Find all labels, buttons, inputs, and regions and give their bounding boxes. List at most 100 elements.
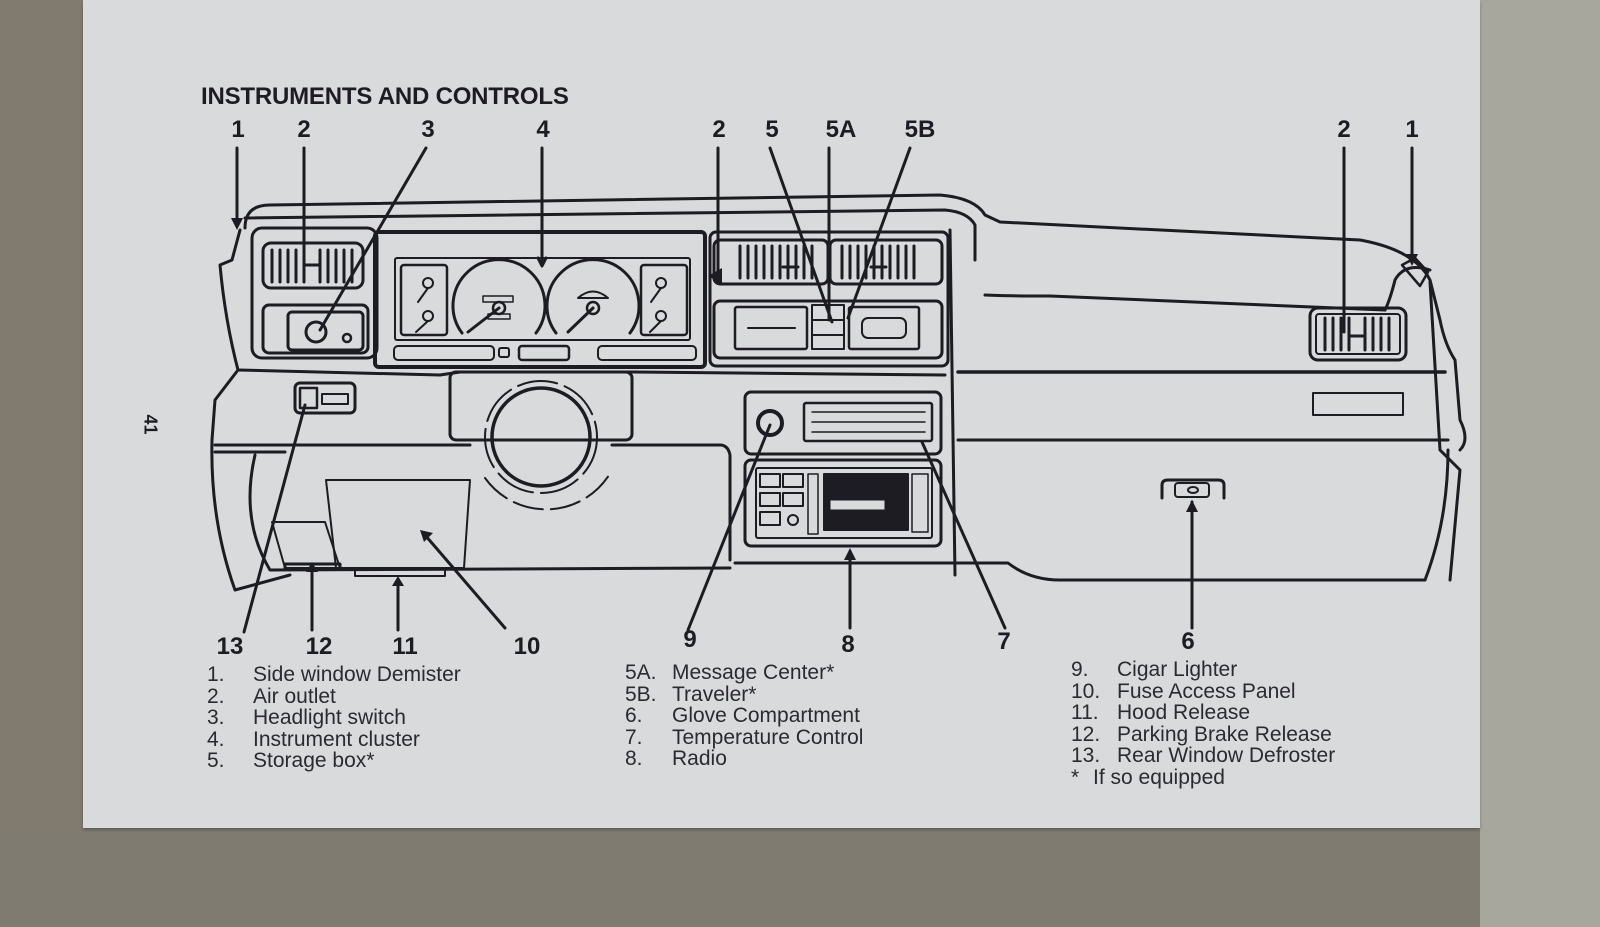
radio-housing <box>743 458 943 548</box>
legend-label: Message Center* <box>672 661 835 684</box>
arrowhead-1-right <box>1406 254 1418 266</box>
arrowhead-11 <box>392 576 404 586</box>
legend-column-2: 5A.Message Center* 5B.Traveler* 6.Glove … <box>625 662 863 770</box>
legend-item: 1. Side window Demister <box>207 664 461 686</box>
legend-column-3: 9. Cigar Lighter 10. Fuse Access Panel 11.… <box>1071 659 1335 788</box>
dash-lower-rail <box>213 443 732 562</box>
legend-label: Parking Brake Release <box>1117 722 1332 746</box>
warning-lights-left <box>393 345 495 361</box>
right-dash-slot <box>1312 392 1404 416</box>
legend-label: Rear Window Defroster <box>1117 744 1336 767</box>
arrowhead-8 <box>844 548 856 560</box>
dash-right-cap <box>1383 266 1432 312</box>
prndl-indicator <box>517 344 571 362</box>
legend-item: 13. Rear Window Defroster <box>1071 745 1335 767</box>
legend-label: Storage box* <box>253 749 375 772</box>
footnote-asterisk: * <box>1071 765 1080 789</box>
leader-13 <box>242 403 307 634</box>
callout-2-right: 2 <box>1337 116 1351 143</box>
legend-number: 10. <box>1071 679 1101 703</box>
dash-right-edge <box>1428 280 1462 582</box>
leader-7 <box>920 440 1007 630</box>
legend-number: 3. <box>207 706 225 729</box>
desk-background-right <box>1480 0 1600 927</box>
callout-13: 13 <box>216 633 244 660</box>
desk-background-left <box>0 0 83 828</box>
legend-number: 9. <box>1071 658 1089 681</box>
legend-number: 11. <box>1071 701 1099 724</box>
fuse-access-panel <box>325 479 471 569</box>
callout-2-center: 2 <box>712 116 726 143</box>
dash-top-inner <box>243 208 977 262</box>
callout-11: 11 <box>392 633 418 660</box>
dash-center-divider <box>948 228 957 577</box>
callout-5b: 5B <box>904 116 936 143</box>
legend-item: 6. Glove Compartment <box>625 705 863 727</box>
legend-item: 10. Fuse Access Panel <box>1071 679 1335 703</box>
page-title: INSTRUMENTS AND CONTROLS <box>201 83 569 110</box>
footnote-label: If so equipped <box>1093 765 1225 789</box>
callout-6: 6 <box>1181 628 1195 655</box>
legend-label: Temperature Control <box>672 725 864 749</box>
dash-top-outline <box>243 193 1467 452</box>
legend-label: Fuse Access Panel <box>1117 679 1296 703</box>
legend-label: Air outlet <box>253 684 336 708</box>
leader-5 <box>768 146 834 324</box>
headlight-switch <box>261 303 370 355</box>
center-air-vent-right <box>828 238 944 286</box>
instrument-cluster-housing <box>373 230 707 369</box>
legend-item: 11. Hood Release <box>1071 702 1335 724</box>
legend-label: Hood Release <box>1117 701 1251 724</box>
legend-item: 8.Radio <box>625 748 863 770</box>
legend-label: Instrument cluster <box>253 727 420 751</box>
traveler-display <box>847 305 921 351</box>
lower-left-panel <box>271 521 341 569</box>
steering-column-hub <box>490 386 592 488</box>
legend-item: 12. Parking Brake Release <box>1071 722 1335 746</box>
legend-number: 1. <box>207 663 225 686</box>
speedometer-gauge <box>451 258 547 335</box>
arrowhead-10 <box>420 530 433 542</box>
legend-number: 13. <box>1071 744 1101 767</box>
left-panel-housing <box>250 226 379 360</box>
legend-label: Traveler* <box>672 682 757 706</box>
leader-lines <box>235 146 1414 634</box>
leader-10 <box>423 533 507 630</box>
legend-number: 7. <box>625 725 643 749</box>
callout-9: 9 <box>683 626 697 653</box>
glove-box-edge <box>1423 448 1450 582</box>
callout-2-left: 2 <box>297 116 311 143</box>
dash-left-edge <box>210 228 292 592</box>
arrowhead-2-center <box>708 268 722 284</box>
callout-5: 5 <box>765 116 779 143</box>
left-air-vent <box>261 241 365 290</box>
hood-release-handle <box>354 567 446 577</box>
legend-item: 5B.Traveler* <box>625 682 863 706</box>
legend-column-1: 1. Side window Demister 2.Air outlet 3. He… <box>207 664 461 772</box>
radio-face <box>755 467 933 539</box>
oil-battery-gauge-panel <box>639 263 689 337</box>
legend-item: 3. Headlight switch <box>207 707 461 729</box>
legend-item: 2.Air outlet <box>207 684 461 708</box>
callout-7: 7 <box>997 628 1011 655</box>
legend-label: Side window Demister <box>253 663 461 686</box>
legend-item: 7. Temperature Control <box>625 725 864 749</box>
cigar-lighter <box>756 409 784 437</box>
glove-compartment-latch <box>1160 478 1226 500</box>
steering-column-shroud <box>448 370 634 442</box>
dash-brow-line <box>983 293 1387 312</box>
callout-3: 3 <box>421 116 435 143</box>
legend-item: 4.Instrument cluster <box>207 727 461 751</box>
legend-number: 12. <box>1071 722 1101 746</box>
callout-1-right: 1 <box>1405 116 1419 143</box>
legend-number: 6. <box>625 704 643 727</box>
legend-label: Glove Compartment <box>672 704 860 727</box>
legend-label: Headlight switch <box>253 706 406 729</box>
arrowheads <box>231 218 1418 586</box>
leader-9 <box>686 423 772 632</box>
callout-1-left: 1 <box>231 116 245 143</box>
callout-4: 4 <box>536 116 550 143</box>
temperature-control <box>802 401 934 443</box>
legend-label: Cigar Lighter <box>1117 658 1238 681</box>
